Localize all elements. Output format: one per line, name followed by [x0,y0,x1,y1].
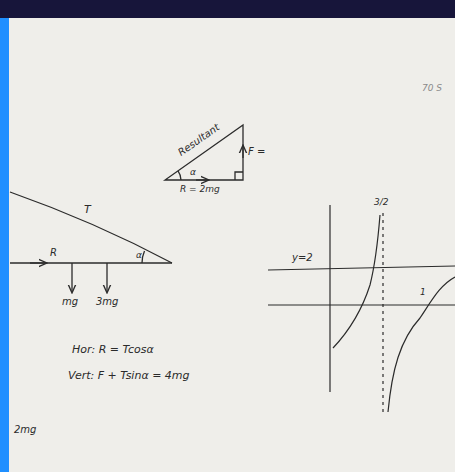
faint-note: 70 S [422,84,442,93]
asymptote-label: 3/2 [374,198,388,207]
weight-label: 3mg [96,297,118,307]
side-strip [0,18,9,472]
force-diagram [10,192,172,292]
resultant-label: Resultant [177,122,222,158]
equation-fragment: 2mg [14,425,36,435]
weight-label: mg [62,297,78,307]
reaction-label: R [50,248,57,258]
reaction-label: R = 2mg [180,185,220,194]
sketch-graph [268,205,455,412]
asymptote-label: y=2 [292,253,313,263]
force-label: F = [248,147,265,157]
top-band [0,0,455,18]
tension-label: T [84,204,91,215]
equation-text: Hor: R = Tcosα [72,344,154,355]
equation-text: Vert: F + Tsinα = 4mg [68,370,190,381]
angle-label: α [190,168,196,177]
angle-label: α [136,251,142,260]
intercept-label: 1 [420,288,426,297]
